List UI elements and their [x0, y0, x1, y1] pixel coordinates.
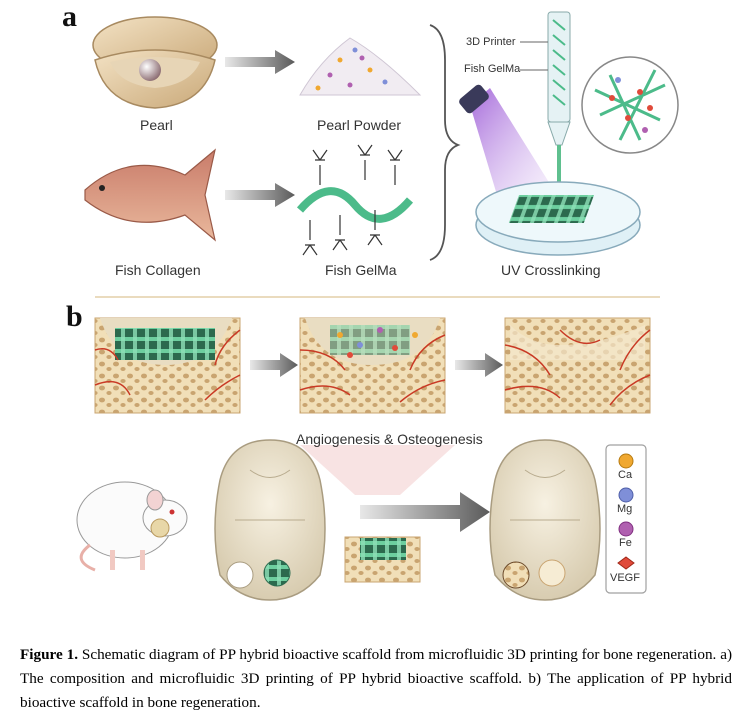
fe-legend-icon [618, 521, 634, 537]
petri-dish-illustration [475, 181, 641, 256]
label-pearl: Pearl [140, 117, 173, 133]
legend-mg-label: Mg [617, 503, 633, 515]
figure-caption: Figure 1. Schematic diagram of PP hybrid… [20, 643, 732, 715]
caption-text: Schematic diagram of PP hybrid bioactive… [20, 646, 732, 711]
panel-label-a: a [62, 0, 77, 33]
skull-regenerated [489, 439, 601, 601]
figure-illustration [76, 11, 679, 601]
arrow-icon [225, 183, 295, 207]
legend-vegf-label: VEGF [610, 572, 640, 584]
arrow-icon [250, 353, 298, 377]
legend-ca-label: Ca [618, 469, 633, 481]
implanted-scaffold-block [344, 536, 421, 583]
mg-legend-icon [618, 487, 634, 503]
pearl-powder-illustration [299, 37, 422, 96]
bracket [429, 24, 461, 261]
rat-illustration [76, 481, 188, 572]
gelma-network-zoom [581, 56, 679, 154]
uv-lamp-illustration [459, 84, 560, 205]
label-uv-crosslinking: UV Crosslinking [501, 262, 601, 278]
ca-legend-icon [618, 453, 634, 469]
gelma-molecule-illustration [296, 144, 414, 256]
bone-degrading-scaffold [299, 317, 446, 414]
fish-illustration [84, 148, 216, 242]
vegf-legend-icon [617, 556, 635, 570]
bone-defect-scaffold [94, 317, 241, 414]
label-fish-gelma: Fish GelMa [325, 262, 397, 278]
bone-regenerated [504, 317, 651, 414]
label-fish-collagen: Fish Collagen [115, 262, 201, 278]
label-pearl-powder: Pearl Powder [317, 117, 402, 133]
label-printer-gelma: Fish GelMa [464, 63, 521, 75]
panel-label-b: b [66, 300, 83, 333]
oyster-illustration [92, 16, 218, 109]
arrow-icon [455, 353, 503, 377]
legend-fe-label: Fe [619, 537, 632, 549]
caption-label: Figure 1. [20, 646, 79, 663]
legend-box [605, 444, 647, 594]
arrow-icon [360, 492, 490, 532]
arrow-icon [225, 50, 295, 74]
label-3d-printer: 3D Printer [466, 36, 516, 48]
skull-with-scaffold [214, 439, 326, 601]
printer-nozzle-illustration [547, 11, 571, 200]
label-angiogenesis-osteogenesis: Angiogenesis & Osteogenesis [296, 431, 483, 447]
